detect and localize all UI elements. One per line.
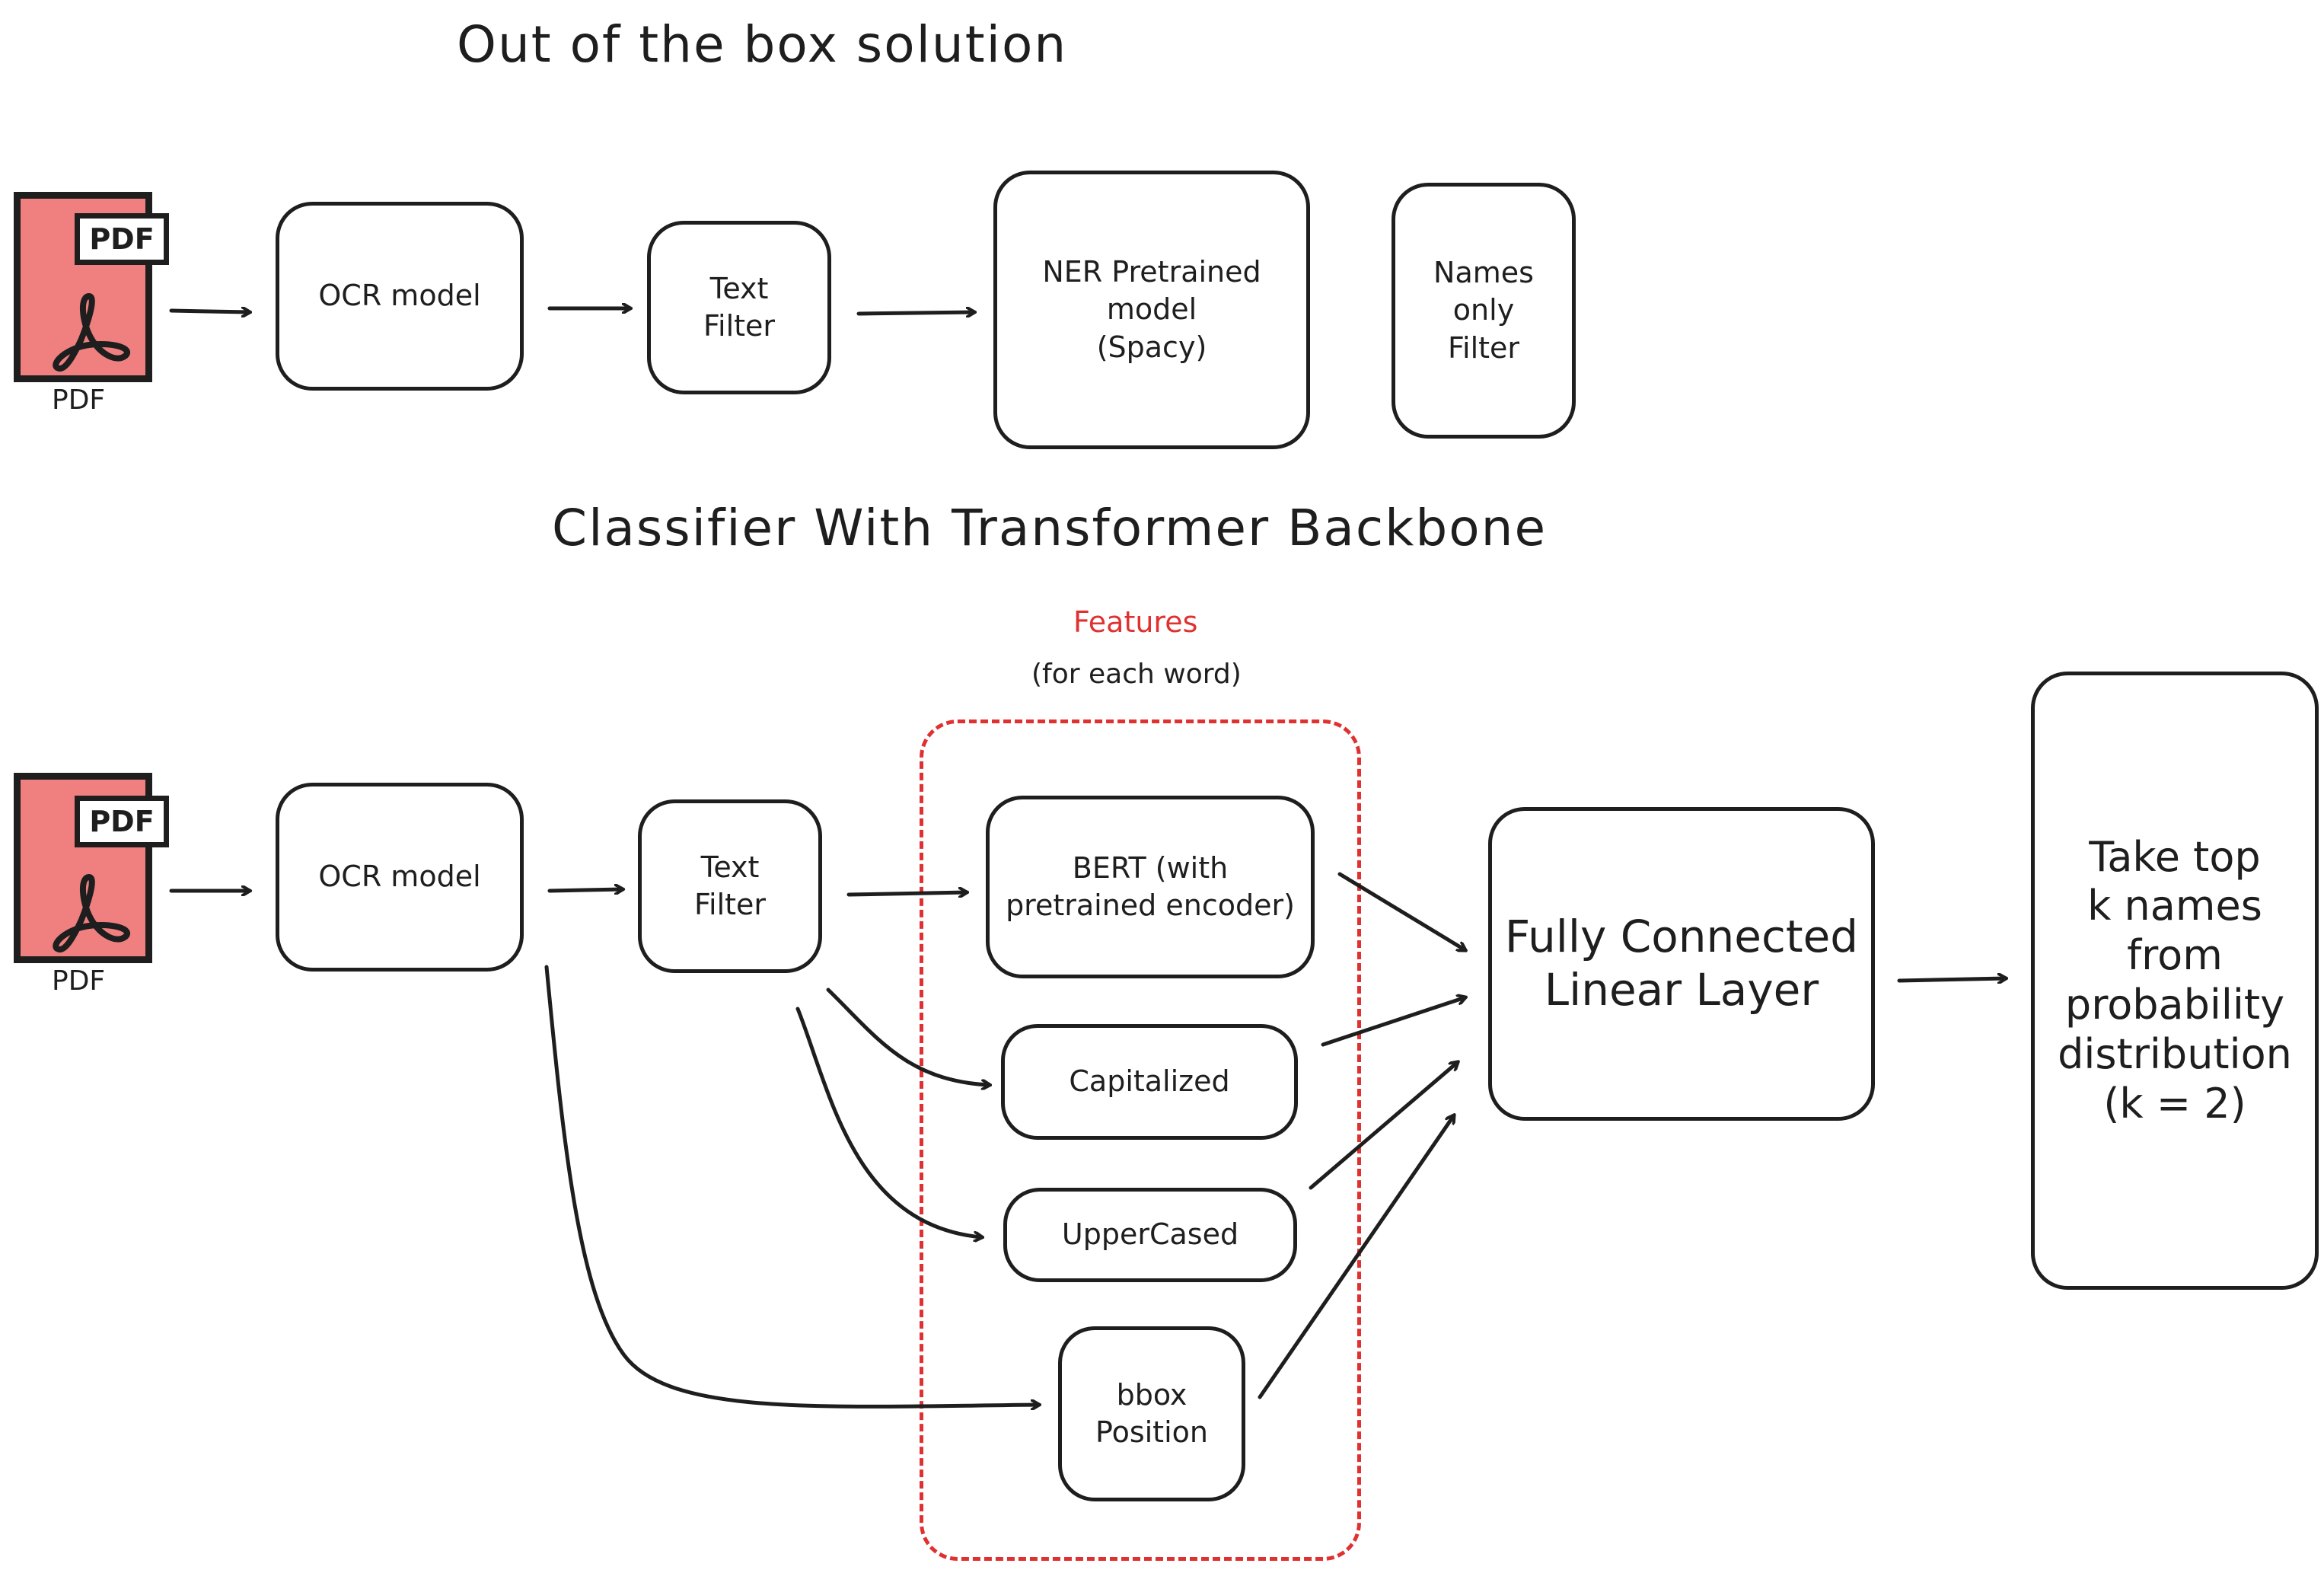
features-group-frame bbox=[920, 719, 1361, 1561]
text-filter-box: Text Filter bbox=[638, 799, 822, 973]
pdf-label: PDF bbox=[52, 384, 106, 416]
acrobat-logo-icon bbox=[53, 874, 130, 952]
arrow-textfilter-to-bert bbox=[846, 892, 967, 895]
arrow-uppercased-to-fc bbox=[1309, 1062, 1458, 1190]
arrow-ocr-to-bbox bbox=[544, 965, 1039, 1406]
bbox-position-box: bbox Position bbox=[1058, 1326, 1245, 1501]
take-top-k-names-box: Take top k names from probability distri… bbox=[2031, 672, 2319, 1290]
arrow-fc-to-topk bbox=[1897, 978, 2006, 981]
names-only-filter-box: Names only Filter bbox=[1392, 183, 1576, 439]
ocr-model-box: OCR model bbox=[276, 783, 524, 972]
pdf-tag: PDF bbox=[75, 213, 169, 265]
arrow-textfilter-to-uppercased bbox=[795, 1007, 982, 1237]
pdf-label: PDF bbox=[52, 965, 106, 997]
pdf-document-icon bbox=[14, 192, 152, 382]
text-filter-box: Text Filter bbox=[647, 221, 831, 394]
acrobat-logo-icon bbox=[53, 293, 130, 372]
title-out-of-box: Out of the box solution bbox=[457, 15, 1068, 74]
uppercased-box: UpperCased bbox=[1003, 1188, 1297, 1282]
fully-connected-layer-box: Fully Connected Linear Layer bbox=[1488, 807, 1875, 1121]
title-classifier: Classifier With Transformer Backbone bbox=[552, 499, 1548, 557]
pdf-tag: PDF bbox=[75, 796, 169, 847]
arrow-textfilter-to-ner bbox=[856, 312, 974, 314]
arrow-pdf-to-ocr bbox=[169, 311, 250, 312]
capitalized-box: Capitalized bbox=[1001, 1024, 1298, 1140]
features-label: Features bbox=[1073, 605, 1198, 639]
ocr-model-box: OCR model bbox=[276, 202, 524, 391]
arrow-bbox-to-fc bbox=[1258, 1115, 1454, 1399]
arrow-bert-to-fc bbox=[1337, 872, 1465, 950]
arrow-capitalized-to-fc bbox=[1321, 997, 1465, 1047]
arrow-ocr-to-textfilter bbox=[547, 889, 623, 891]
bert-box: BERT (with pretrained encoder) bbox=[986, 796, 1315, 978]
ner-pretrained-model-box: NER Pretrained model (Spacy) bbox=[993, 171, 1310, 449]
arrow-textfilter-to-capitalized bbox=[826, 988, 990, 1085]
features-sublabel: (for each word) bbox=[1031, 659, 1242, 690]
